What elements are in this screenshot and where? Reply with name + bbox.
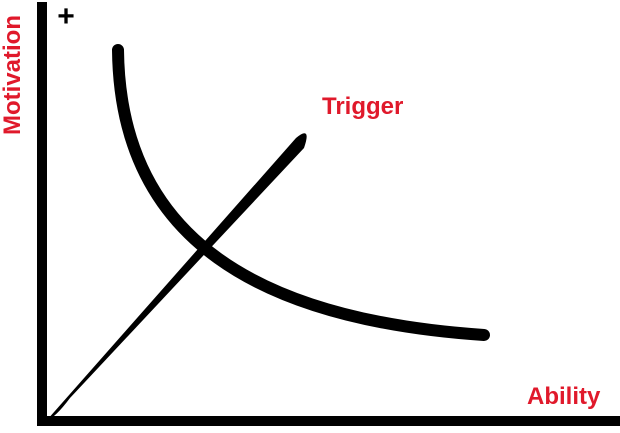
y-axis-label: Motivation	[0, 15, 26, 135]
action-line-curve	[112, 44, 490, 341]
x-axis-label: Ability	[527, 383, 601, 410]
trigger-label: Trigger	[322, 93, 403, 120]
plus-sign: +	[57, 0, 75, 33]
trigger-line	[47, 133, 307, 421]
